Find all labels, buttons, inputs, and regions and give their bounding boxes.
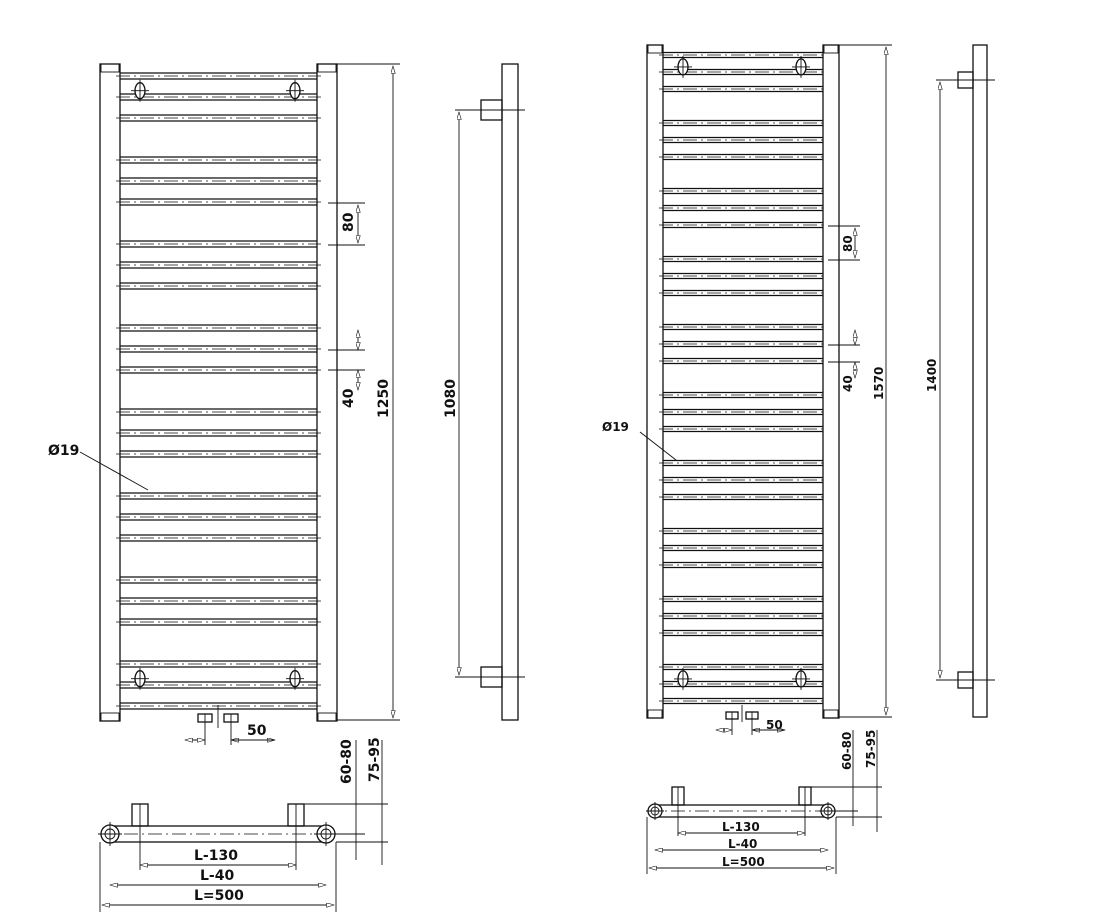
rail-cap bbox=[647, 44, 663, 54]
mount-label: 1080 bbox=[443, 379, 459, 418]
dimension-lines bbox=[79, 44, 995, 912]
rail-cap bbox=[647, 709, 663, 719]
spacing-label-2: 80 bbox=[841, 235, 855, 252]
spacing-label: 80 bbox=[341, 212, 357, 232]
left-rail bbox=[99, 63, 121, 722]
rail-cap bbox=[317, 712, 337, 722]
depth-min-label: 60-80 bbox=[339, 739, 355, 784]
rail-cap bbox=[100, 712, 120, 722]
right-rail bbox=[316, 63, 338, 722]
front-view-1570 bbox=[646, 44, 840, 719]
front-view-1250 bbox=[99, 63, 338, 722]
tube-diameter-label-2: Ø19 bbox=[602, 420, 629, 434]
height-label-2: 1570 bbox=[872, 367, 886, 400]
gap-label-2: 40 bbox=[841, 375, 855, 392]
side-view-bar-2 bbox=[972, 44, 988, 718]
right-rail bbox=[822, 44, 840, 719]
width-axis-label: L-40 bbox=[200, 868, 234, 884]
width-total-label: L=500 bbox=[194, 888, 244, 904]
depth-min-label-2: 60-80 bbox=[840, 732, 854, 770]
tube-leader bbox=[79, 451, 149, 491]
valve-spacing-label-2: 50 bbox=[766, 718, 783, 732]
mount-label-2: 1400 bbox=[925, 359, 939, 392]
side-view-bar bbox=[501, 63, 519, 721]
width-total-label-2: L=500 bbox=[722, 855, 765, 869]
valve-spacing-label: 50 bbox=[247, 723, 267, 739]
rail-cap bbox=[823, 709, 839, 719]
depth-max-label-2: 75-95 bbox=[864, 730, 878, 768]
width-inner-label: L-130 bbox=[194, 848, 238, 864]
tube-leader-2 bbox=[639, 431, 677, 461]
height-label: 1250 bbox=[376, 379, 392, 418]
rail-cap bbox=[100, 63, 120, 73]
left-rail bbox=[646, 44, 664, 719]
width-axis-label-2: L-40 bbox=[728, 837, 757, 851]
rail-cap bbox=[823, 44, 839, 54]
depth-max-label: 75-95 bbox=[367, 737, 383, 782]
width-inner-label-2: L-130 bbox=[722, 820, 760, 834]
gap-label: 40 bbox=[341, 388, 357, 408]
rail-cap bbox=[317, 63, 337, 73]
tube-diameter-label: Ø19 bbox=[48, 443, 79, 459]
